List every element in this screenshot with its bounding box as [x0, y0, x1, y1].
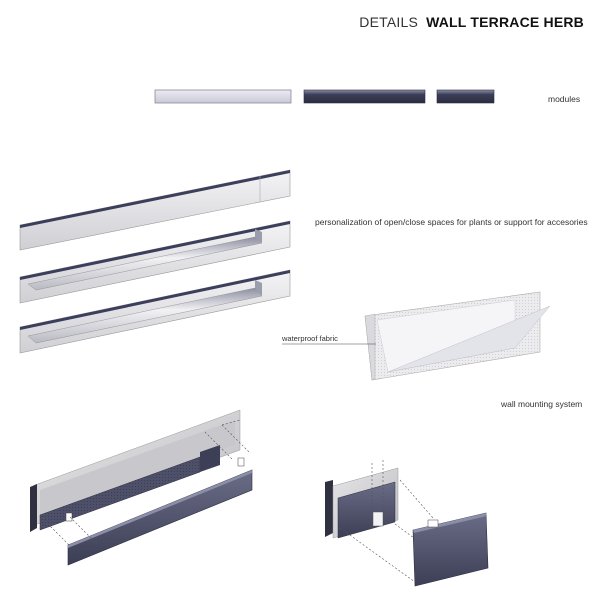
open-rail-module-2 — [19, 269, 291, 354]
waterproof-fabric-caption: waterproof fabric — [282, 334, 338, 343]
title-prefix: DETAILS — [359, 14, 418, 30]
closed-rail-module — [19, 169, 291, 251]
module-light-swatch — [154, 89, 292, 104]
title-main: WALL TERRACE HERB — [426, 14, 584, 30]
module-swatches — [154, 89, 495, 104]
wall-mount-assembly-right — [325, 460, 489, 587]
fabric-planter — [282, 291, 551, 381]
wall-mounting-caption: wall mounting system — [501, 399, 583, 409]
personalization-caption: personalization of open/close spaces for… — [315, 217, 588, 227]
page-title: DETAILS WALL TERRACE HERB — [359, 14, 584, 30]
modules-caption: modules — [548, 94, 581, 104]
wall-mount-assembly-left — [30, 409, 253, 566]
module-dark-long-swatch — [303, 89, 426, 104]
module-dark-short-swatch — [436, 89, 495, 104]
open-rail-module-1 — [19, 220, 291, 304]
mount-guide-lines-right — [339, 460, 434, 583]
mount-guide-lines-left — [41, 419, 250, 547]
